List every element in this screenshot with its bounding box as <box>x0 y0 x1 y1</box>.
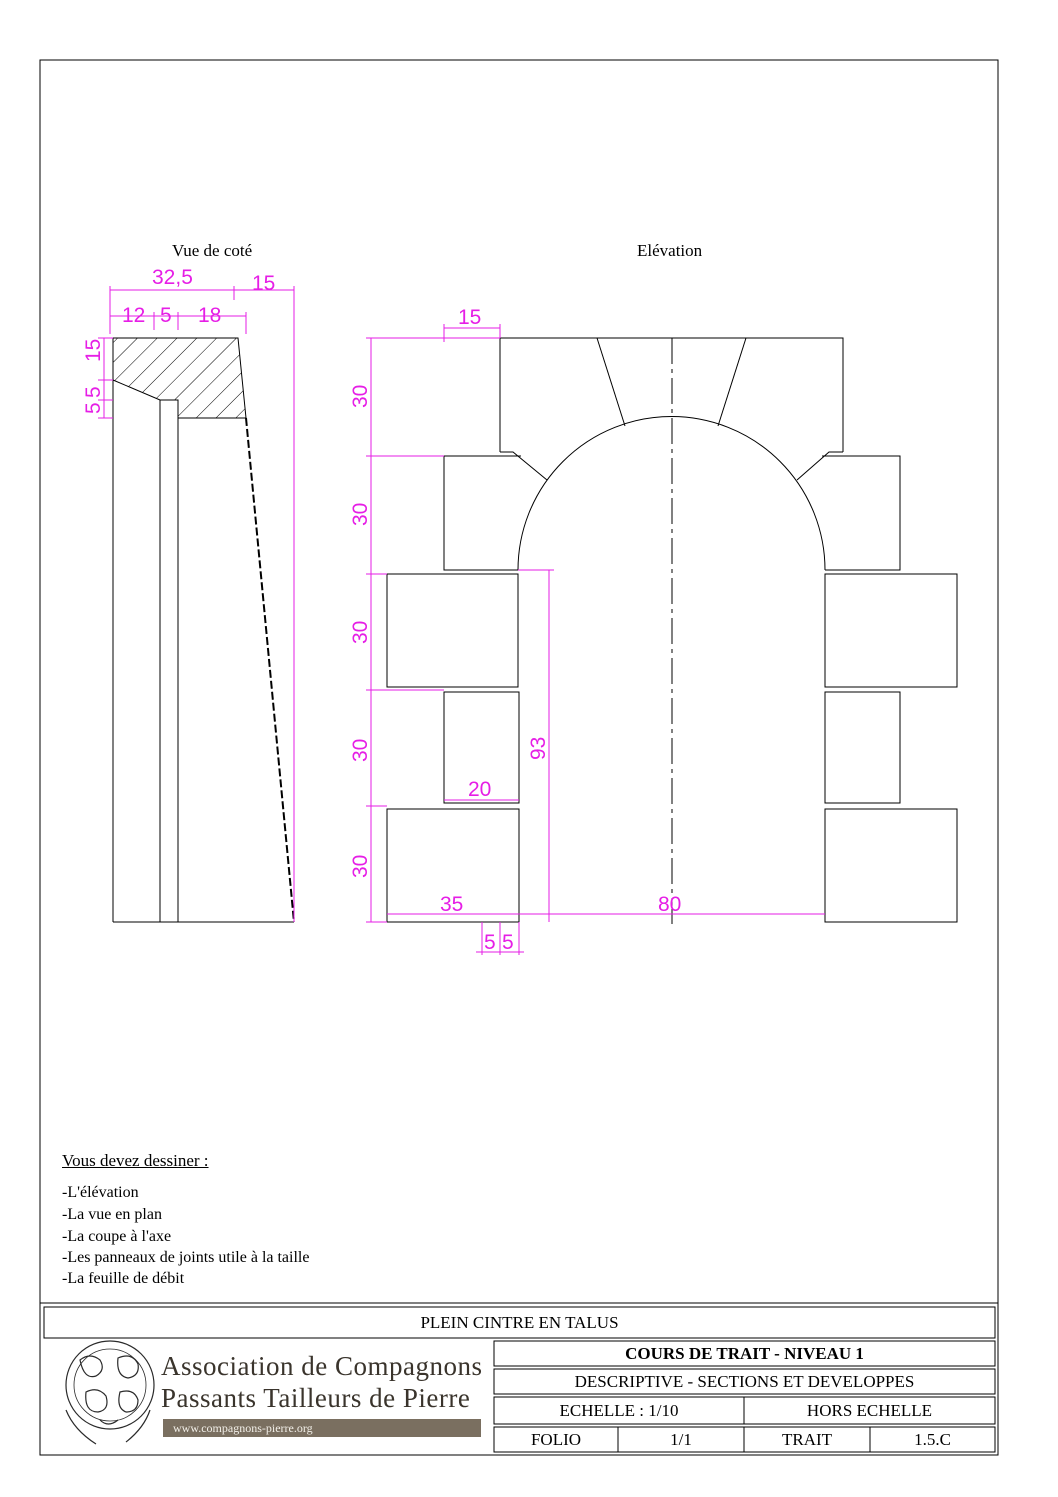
dim-opening-width: 80 <box>658 893 681 916</box>
dim-course-1: 30 <box>349 385 372 408</box>
dim-seg-a: 12 <box>122 304 145 327</box>
subject: DESCRIPTIVE - SECTIONS ET DEVELOPPES <box>574 1371 915 1391</box>
arch-intrados <box>517 416 826 571</box>
logo-line-2: Passants Tailleurs de Pierre <box>161 1383 471 1413</box>
dim-batter: 15 <box>252 272 275 295</box>
drawing-title: PLEIN CINTRE EN TALUS <box>420 1312 619 1332</box>
dim-course-2: 30 <box>349 503 372 526</box>
instruction-item: -La vue en plan <box>62 1206 162 1223</box>
dim-height-small-a: 5 <box>82 386 105 398</box>
dim-course-4: 30 <box>349 739 372 762</box>
elevation-dimensions <box>366 324 825 955</box>
dim-overall-width: 32,5 <box>152 266 193 289</box>
dim-rebate-a: 5 <box>484 931 496 954</box>
right-course-3 <box>824 573 958 688</box>
dim-course-5: 30 <box>349 855 372 878</box>
sheet-border <box>39 59 999 1456</box>
dim-course-3: 30 <box>349 621 372 644</box>
instruction-item: -Les panneaux de joints utile à la taill… <box>62 1249 310 1266</box>
left-course-4 <box>443 691 520 804</box>
course-name: COURS DE TRAIT - NIVEAU 1 <box>625 1343 864 1363</box>
right-course-5 <box>824 808 958 923</box>
trait-value: 1.5.C <box>914 1429 951 1449</box>
instructions-heading: Vous devez dessiner : <box>62 1151 209 1170</box>
scale-note: HORS ECHELLE <box>806 1400 933 1420</box>
voussoir-joint-right <box>717 337 747 427</box>
dim-height-small-b: 5 <box>82 402 105 414</box>
voussoir-joint-left <box>596 337 626 427</box>
dim-jamb-height: 93 <box>527 737 550 760</box>
instruction-item: -L'élévation <box>62 1184 139 1201</box>
left-course-3 <box>386 573 519 688</box>
side-hatch-fill <box>113 338 246 418</box>
right-course-4 <box>824 691 901 804</box>
logo-url: www.compagnons-pierre.org <box>163 1419 481 1437</box>
side-batter-line <box>245 417 295 923</box>
dim-top-offset: 15 <box>458 306 481 329</box>
logo-medallion-icon <box>65 1340 155 1445</box>
dim-block-depth: 20 <box>468 778 491 801</box>
side-view-title: Vue de coté <box>172 241 253 260</box>
trait-label: TRAIT <box>781 1429 833 1449</box>
side-view <box>112 337 295 923</box>
scale: ECHELLE : 1/10 <box>559 1400 679 1420</box>
instruction-item: -La feuille de débit <box>62 1270 185 1287</box>
dim-height-top: 15 <box>82 339 105 362</box>
elevation-view <box>386 337 958 926</box>
dim-seg-c: 18 <box>198 304 221 327</box>
title-block-frame <box>40 1302 998 1453</box>
folio-value: 1/1 <box>670 1429 692 1449</box>
folio-label: FOLIO <box>530 1429 582 1449</box>
dim-seg-b: 5 <box>160 304 172 327</box>
logo-line-1: Association de Compagnons <box>161 1351 483 1381</box>
left-course-5 <box>386 808 520 923</box>
dim-rebate-b: 5 <box>502 931 514 954</box>
elevation-title: Elévation <box>637 241 703 260</box>
side-dimensions <box>98 286 295 922</box>
instruction-item: -La coupe à l'axe <box>62 1228 172 1245</box>
dim-block-width: 35 <box>440 893 463 916</box>
